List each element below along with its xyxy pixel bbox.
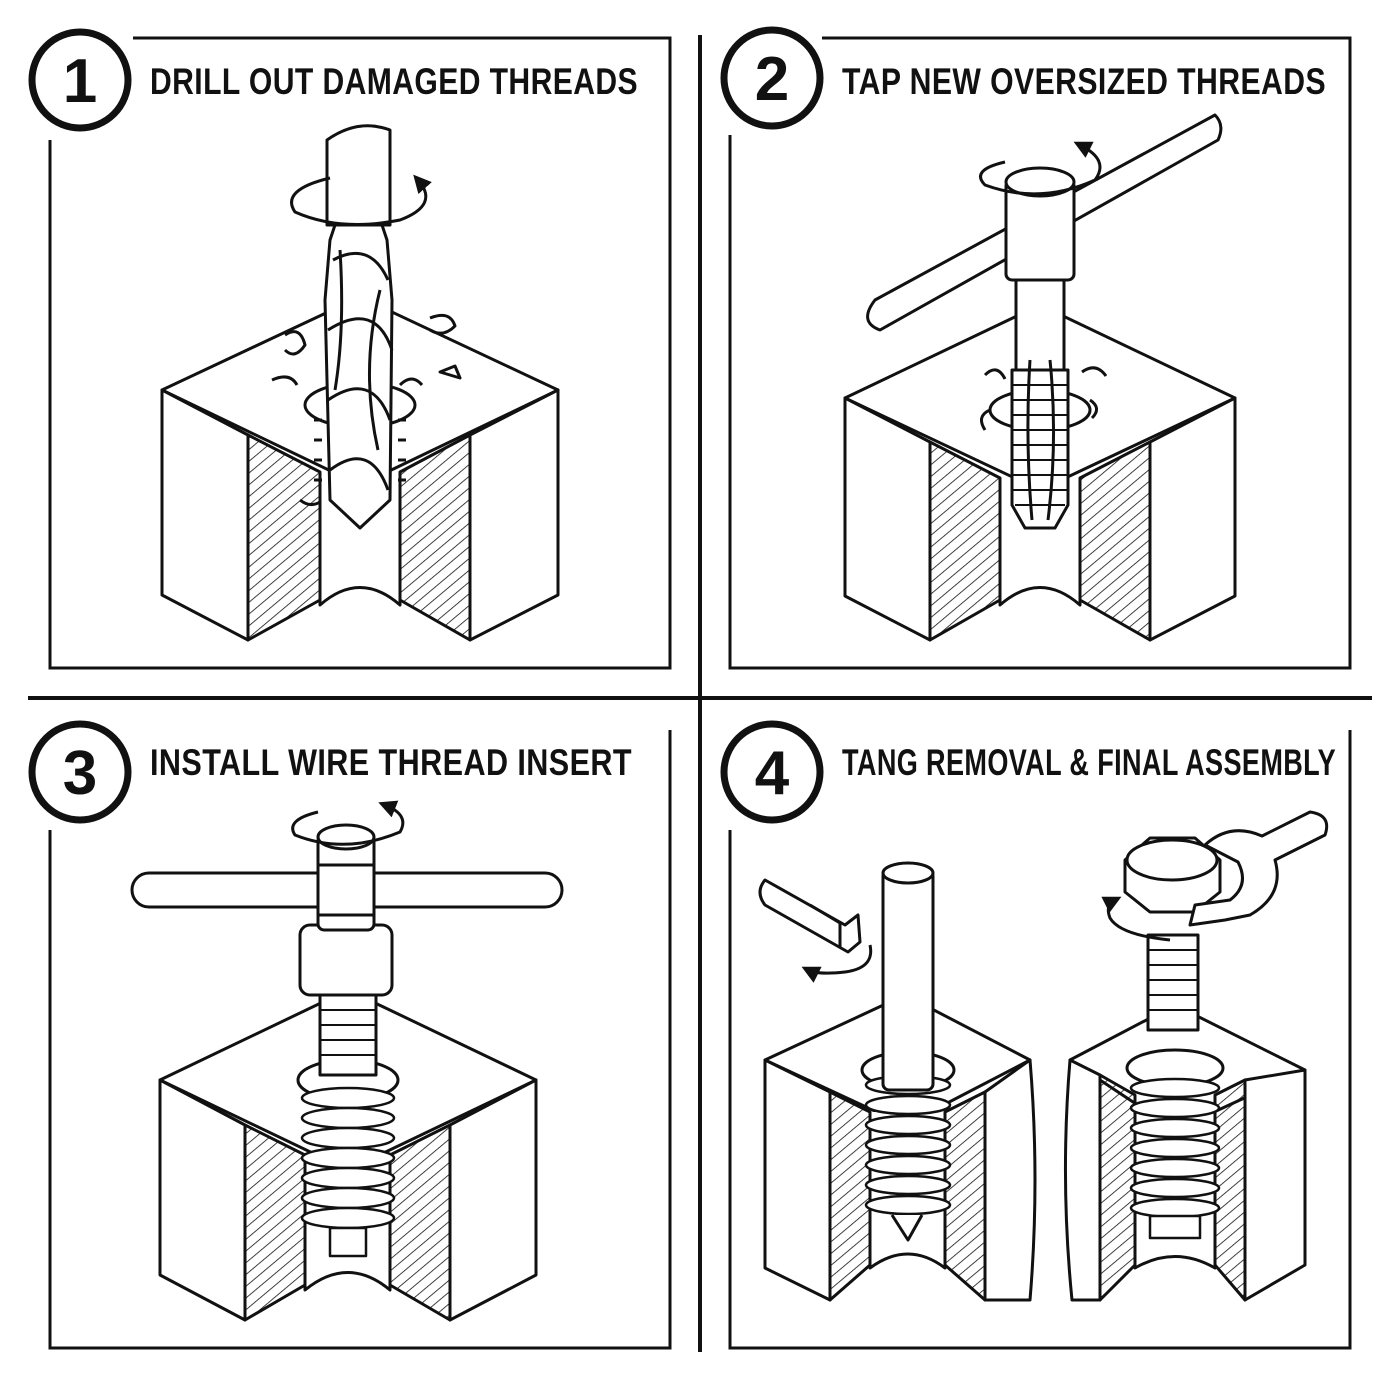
installed-insert <box>1129 1077 1221 1240</box>
rotation-arrow <box>1101 896 1171 942</box>
wire-coil-insert <box>300 1086 396 1258</box>
step-number-badge <box>720 26 824 130</box>
broken-tang <box>758 878 862 954</box>
step-title: INSTALL WIRE THREAD INSERT <box>150 742 632 783</box>
step-panel-1: 1 DRILL OUT DAMAGED THREADS <box>28 28 672 670</box>
rotation-arrow <box>290 174 432 226</box>
step-number: 2 <box>755 45 789 114</box>
step-number: 1 <box>63 47 97 116</box>
metal-chip <box>979 366 1108 431</box>
cutaway-block-bolt <box>1063 1003 1307 1302</box>
step-panel-4: 4 TANG REMOVAL & FINAL ASSEMBLY <box>720 720 1352 1350</box>
metal-chip <box>271 330 321 507</box>
step-number-badge <box>720 720 824 824</box>
wrench <box>1188 810 1329 927</box>
panel-frame <box>728 36 1352 670</box>
step-title: TANG REMOVAL & FINAL ASSEMBLY <box>842 742 1336 783</box>
metal-chip <box>398 313 462 387</box>
insert-mandrel <box>130 823 564 1077</box>
tap-wrench-icon <box>843 113 1237 642</box>
rotation-arrow <box>979 141 1102 196</box>
panel-frame <box>728 730 1352 1350</box>
tang-punch <box>881 861 935 1092</box>
grid-dividers <box>28 35 1372 1352</box>
tap-tool <box>1010 278 1070 530</box>
panel-frame <box>48 730 672 1350</box>
step-title: DRILL OUT DAMAGED THREADS <box>150 61 638 102</box>
step-number-badge <box>28 28 132 132</box>
bolt <box>1123 836 1222 1032</box>
step-number: 3 <box>63 739 97 808</box>
rotation-arrow <box>291 800 405 846</box>
step-panel-3: 3 INSTALL WIRE THREAD INSERT <box>28 720 672 1350</box>
bolt-wrench-icon <box>758 810 1329 1302</box>
tang-arrow <box>801 944 873 983</box>
t-handle <box>866 113 1223 332</box>
drill-bit-icon <box>160 124 560 642</box>
step-number: 4 <box>755 739 790 808</box>
insert-tool-icon <box>130 800 564 1322</box>
step-number-badge <box>28 720 132 824</box>
step-panel-2: 2 TAP NEW OVERSIZED THREADS <box>720 26 1352 670</box>
drill-bit <box>323 124 394 530</box>
step-title: TAP NEW OVERSIZED THREADS <box>842 61 1326 102</box>
panel-frame <box>48 36 672 670</box>
